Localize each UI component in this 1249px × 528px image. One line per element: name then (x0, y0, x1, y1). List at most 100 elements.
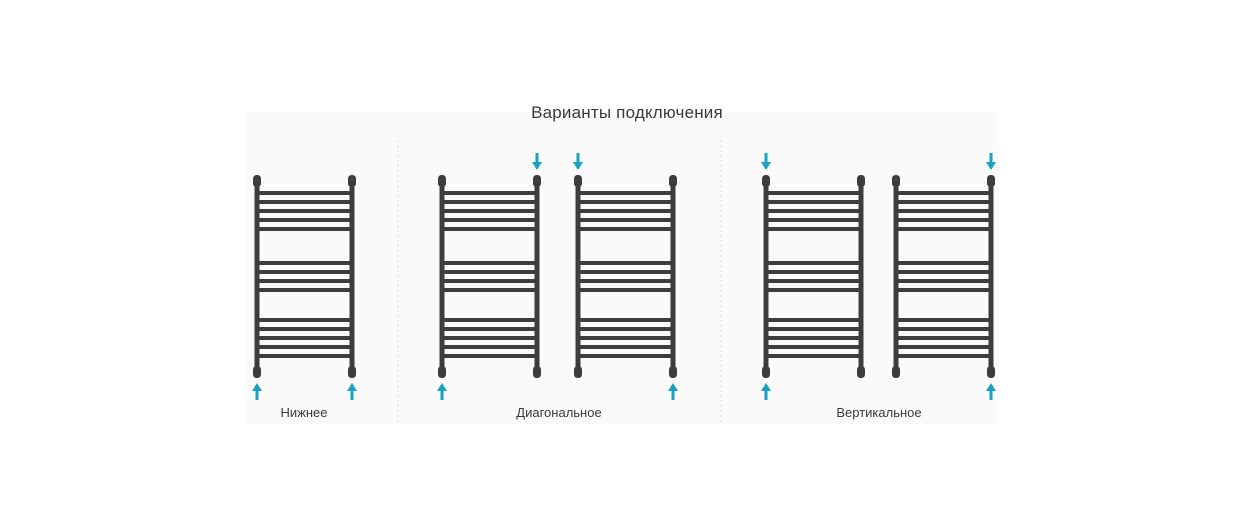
rail-bar-8 (766, 279, 861, 283)
rail-bar-13 (896, 345, 991, 349)
rail-bar-3 (578, 209, 673, 213)
right-post-tube (350, 181, 355, 372)
arrow-down-icon-shaft (765, 153, 768, 163)
rail-bar-12 (578, 336, 673, 340)
rail-bar-12 (896, 336, 991, 340)
group-label-bottom: Нижнее (281, 405, 328, 420)
left-post-bottom-cap (438, 366, 446, 378)
right-post-tube (535, 181, 540, 372)
rail-bar-12 (442, 336, 537, 340)
left-post-top-cap (438, 175, 446, 187)
rail-bar-4 (257, 218, 352, 222)
rail-bar-5 (442, 227, 537, 231)
rail-bar-10 (896, 318, 991, 322)
left-post-tube (894, 181, 899, 372)
rail-bar-1 (578, 191, 673, 195)
rail-bar-2 (578, 200, 673, 204)
rail-bar-3 (442, 209, 537, 213)
rail-bar-5 (578, 227, 673, 231)
arrow-down-icon-shaft (990, 153, 993, 163)
rail-bar-3 (766, 209, 861, 213)
right-post-top-cap (348, 175, 356, 187)
rail-bar-5 (766, 227, 861, 231)
rail-bar-8 (578, 279, 673, 283)
rail-bar-10 (766, 318, 861, 322)
rail-bar-1 (896, 191, 991, 195)
left-post-top-cap (253, 175, 261, 187)
right-post-tube (671, 181, 676, 372)
rail-bar-13 (578, 345, 673, 349)
rail-bar-11 (442, 327, 537, 331)
left-post-bottom-cap (892, 366, 900, 378)
rail-bar-8 (442, 279, 537, 283)
rail-bar-12 (257, 336, 352, 340)
rail-bar-2 (442, 200, 537, 204)
rail-bar-6 (766, 261, 861, 265)
diagram-panel (247, 112, 999, 424)
right-post-top-cap (669, 175, 677, 187)
right-post-tube (859, 181, 864, 372)
rail-bar-5 (257, 227, 352, 231)
rail-bar-1 (257, 191, 352, 195)
rail-bar-13 (442, 345, 537, 349)
right-post-top-cap (987, 175, 995, 187)
rail-bar-14 (442, 354, 537, 358)
rail-bar-13 (766, 345, 861, 349)
rail-bar-3 (896, 209, 991, 213)
rail-bar-9 (442, 288, 537, 292)
rail-bar-2 (257, 200, 352, 204)
rail-bar-4 (766, 218, 861, 222)
left-post-top-cap (574, 175, 582, 187)
arrow-up-icon-shaft (256, 390, 259, 400)
rail-bar-3 (257, 209, 352, 213)
left-post-tube (576, 181, 581, 372)
group-label-diagonal: Диагональное (516, 405, 601, 420)
right-post-top-cap (857, 175, 865, 187)
right-post-bottom-cap (669, 366, 677, 378)
rail-bar-11 (578, 327, 673, 331)
rail-bar-13 (257, 345, 352, 349)
rail-bar-7 (896, 270, 991, 274)
rail-bar-11 (257, 327, 352, 331)
page-title: Варианты подключения (531, 103, 723, 122)
rail-bar-5 (896, 227, 991, 231)
rail-bar-7 (578, 270, 673, 274)
rail-bar-6 (896, 261, 991, 265)
right-post-bottom-cap (987, 366, 995, 378)
rail-bar-11 (766, 327, 861, 331)
right-post-tube (989, 181, 994, 372)
left-post-tube (255, 181, 260, 372)
rail-bar-14 (766, 354, 861, 358)
rail-bar-4 (442, 218, 537, 222)
rail-bar-6 (257, 261, 352, 265)
right-post-top-cap (533, 175, 541, 187)
rail-bar-9 (896, 288, 991, 292)
rail-bar-6 (578, 261, 673, 265)
rail-bar-8 (257, 279, 352, 283)
left-post-top-cap (762, 175, 770, 187)
rail-bar-7 (766, 270, 861, 274)
right-post-bottom-cap (857, 366, 865, 378)
arrow-up-icon-shaft (672, 390, 675, 400)
left-post-bottom-cap (253, 366, 261, 378)
arrow-up-icon-shaft (765, 390, 768, 400)
right-post-bottom-cap (348, 366, 356, 378)
rail-bar-2 (766, 200, 861, 204)
rail-bar-10 (257, 318, 352, 322)
rail-bar-4 (578, 218, 673, 222)
left-post-tube (440, 181, 445, 372)
left-post-top-cap (892, 175, 900, 187)
arrow-up-icon-shaft (351, 390, 354, 400)
arrow-up-icon-shaft (990, 390, 993, 400)
rail-bar-14 (257, 354, 352, 358)
rail-bar-9 (766, 288, 861, 292)
rail-bar-7 (442, 270, 537, 274)
arrow-down-icon-shaft (536, 153, 539, 163)
left-post-bottom-cap (762, 366, 770, 378)
rail-bar-14 (896, 354, 991, 358)
rail-bar-4 (896, 218, 991, 222)
arrow-up-icon-shaft (441, 390, 444, 400)
rail-bar-1 (442, 191, 537, 195)
rail-bar-1 (766, 191, 861, 195)
